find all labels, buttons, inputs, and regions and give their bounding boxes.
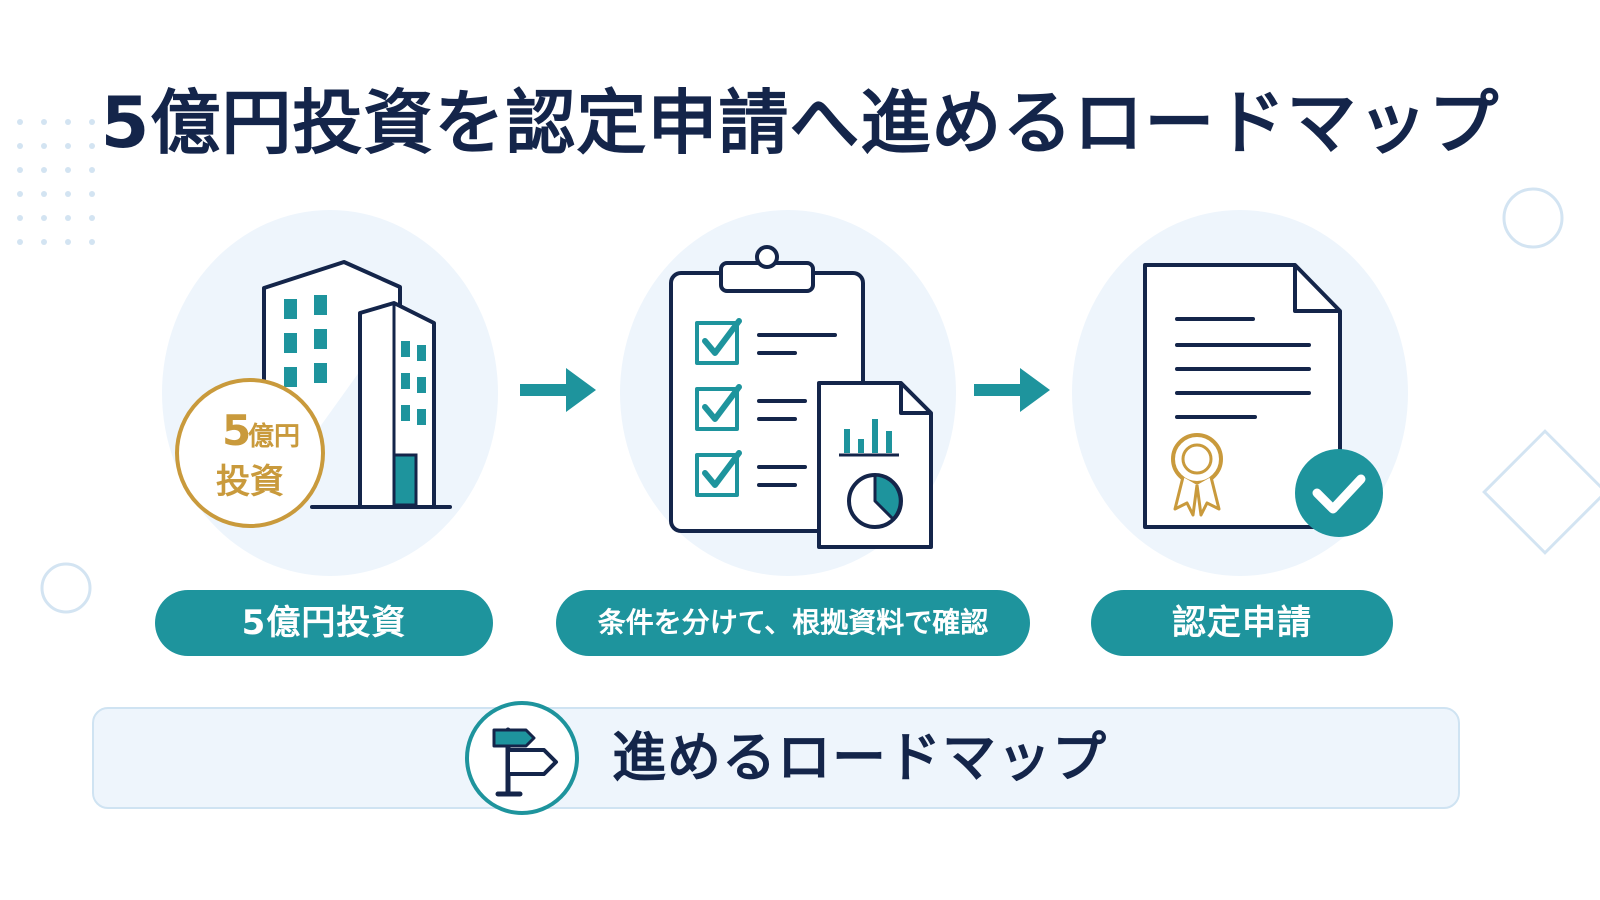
banner-title: 進めるロードマップ — [612, 726, 1107, 789]
signpost-icon — [465, 701, 579, 815]
step-2-label: 条件を分けて、根拠資料で確認 — [556, 590, 1030, 656]
page-title: 5億円投資を認定申請へ進めるロードマップ — [100, 82, 1500, 164]
office-building-icon: 5 億円 投資 — [175, 260, 452, 528]
clipboard-checklist-icon — [669, 245, 933, 549]
arrow-right-icon — [520, 368, 596, 412]
badge-number: 5 — [222, 406, 251, 455]
step-1-label: 5億円投資 — [155, 590, 493, 656]
diamond-decoration — [1482, 429, 1600, 555]
ring-decoration-right — [1502, 187, 1564, 249]
badge-unit: 億円 — [248, 422, 300, 452]
badge-label: 投資 — [216, 462, 284, 502]
certificate-document-icon — [1143, 263, 1383, 537]
investment-badge — [175, 378, 325, 528]
arrow-right-icon — [974, 368, 1050, 412]
check-badge-icon — [1295, 449, 1383, 537]
ring-decoration-left — [40, 562, 92, 614]
roadmap-banner — [92, 707, 1460, 809]
step-3-label: 認定申請 — [1091, 590, 1393, 656]
dot-grid-decoration — [17, 119, 95, 245]
